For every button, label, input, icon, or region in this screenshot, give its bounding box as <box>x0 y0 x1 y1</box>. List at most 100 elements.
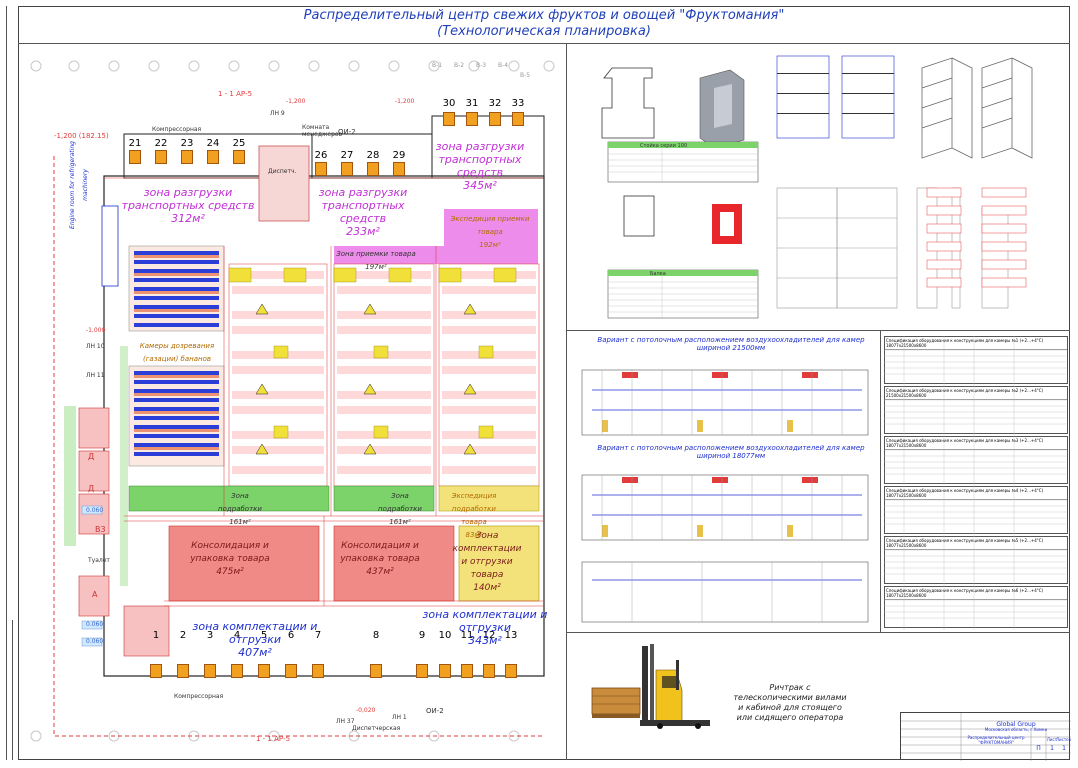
zone-expedition-prep-area: 83м² <box>465 531 483 539</box>
dock-door <box>258 664 270 678</box>
dock-door <box>231 664 243 678</box>
docks-bottom: 1 2 3 4 5 6 7 8 9 10 11 12 13 <box>148 630 548 680</box>
docks-top-left: 21 22 23 24 25 <box>124 138 264 180</box>
dock-door <box>155 150 167 164</box>
title-line-1: Распределительный центр свежих фруктов и… <box>303 8 785 23</box>
dock-door <box>512 112 524 126</box>
zone-unload-mid-area: 233м² <box>346 225 380 238</box>
docks-top-mid: 26 27 28 29 <box>310 150 420 180</box>
zone-engine-room-name: Engine room for refrigerating machinery <box>69 141 89 229</box>
title-stamp: Global Group Московская область, г.Химки… <box>900 712 1071 761</box>
dock-number: 28 <box>366 150 380 161</box>
picking-shipping-zone <box>458 525 540 602</box>
zone-unload-left-name: зона разгрузки транспортных средств <box>121 186 255 212</box>
right-divider-2 <box>566 632 1070 633</box>
stamp-project: Распределительный центр "ФРУКТОМАНИЯ" <box>967 735 1025 745</box>
variant-sections <box>581 369 869 623</box>
zone-unload-mid: зона разгрузки транспортных средств 233м… <box>308 186 418 238</box>
zone-expedition-receiving-area: 192м² <box>479 241 501 249</box>
consolidation-zone-left <box>168 525 320 602</box>
stamp-sheets-label: Листов <box>1056 737 1071 742</box>
zone-picking-shipping-name: Зона комплектации и отгрузки товара <box>452 531 522 580</box>
dock-number: 3 <box>206 630 214 641</box>
stamp-sheet-label: Лист <box>1046 737 1058 742</box>
dock-number: 29 <box>392 150 406 161</box>
level-mark-left-2: -1,000 <box>86 327 106 334</box>
room-d2: Д <box>88 484 95 493</box>
dock-door <box>341 162 353 176</box>
zone-consolidation-mid: Консолидация и упаковка товара 437м² <box>340 540 420 579</box>
dispatcher-top: Диспетч. <box>268 168 297 175</box>
dock-door <box>285 664 297 678</box>
zone-unload-left: зона разгрузки транспортных средств 312м… <box>118 186 258 225</box>
drawing-sheet-frame <box>18 6 1070 760</box>
dock-number: 1 <box>152 630 160 641</box>
zone-ripening-name: Камеры дозревания (газации) бананов <box>139 342 215 363</box>
dock-number: 10 <box>438 630 452 641</box>
gates-top: В-1 В-2 В-3 В-4 В-5 <box>60 62 560 79</box>
rack-components-drawing <box>601 55 1033 319</box>
dock-door <box>204 664 216 678</box>
dock-door <box>466 112 478 126</box>
drawing-title: Распределительный центр свежих фруктов и… <box>18 8 1070 40</box>
zone-consolidation-left: Консолидация и упаковка товара 475м² <box>190 540 270 579</box>
compressor-top: Компрессорная <box>152 126 202 133</box>
compressor-bottom: Компрессорная <box>174 693 224 700</box>
spec-table-title: Спецификация оборудования к конструкциям… <box>885 487 1067 500</box>
dock-number: 22 <box>154 138 168 149</box>
zone-picking-left-area: 407м² <box>238 646 272 659</box>
gate-label: В-5 <box>520 72 531 79</box>
spec-table: Спецификация оборудования к конструкциям… <box>884 436 1068 484</box>
zone-expedition-prep: Экспедиция подработки товара 83м² <box>444 490 504 542</box>
ln10-label: ЛН 10 <box>86 343 105 350</box>
zone-picking-right-area: 343м² <box>468 634 502 647</box>
zone-unload-right: зона разгрузки транспортных средств 345м… <box>430 140 530 192</box>
zone-picking-right-name: зона комплектации и отгрузки <box>422 608 548 634</box>
zone-expedition-receiving: Экспедиция приемки товара 192м² <box>450 213 530 252</box>
room-a: А <box>92 590 98 599</box>
room-v3: В3 <box>95 525 106 534</box>
dock-door <box>483 664 495 678</box>
zone-consolidation-mid-name: Консолидация и упаковка товара <box>340 541 420 564</box>
spec-table: Спецификация оборудования к конструкциям… <box>884 586 1068 628</box>
dock-door <box>416 664 428 678</box>
zone-expedition-prep-name: Экспедиция подработки товара <box>451 492 497 526</box>
spec-table-title: Спецификация оборудования к конструкциям… <box>885 537 1067 550</box>
dock-door <box>150 664 162 678</box>
spec-tables: Спецификация оборудования к конструкциям… <box>884 336 1068 630</box>
toilet-label: Туалет <box>88 557 110 564</box>
dock-number: 26 <box>314 150 328 161</box>
spec-table: Спецификация оборудования к конструкциям… <box>884 336 1068 384</box>
stamp-stage: П <box>1036 745 1041 752</box>
dock-number: 9 <box>418 630 426 641</box>
ap-bottom: 1 - 1 АР-5 <box>256 735 291 743</box>
ln37-label: ЛН 37 <box>336 718 355 725</box>
zone-picking-shipping-area: 140м² <box>473 583 501 593</box>
zone-prep-mid: Зона подработки 161м² <box>370 490 430 529</box>
stand-table-title: Стойка серии 100 <box>640 143 688 149</box>
value-060-3: 0.060 <box>86 638 104 645</box>
level-mark-top-2: -1,200 <box>395 98 415 105</box>
zone-picking-left: зона комплектации и отгрузки 407м² <box>190 620 320 659</box>
dock-number: 25 <box>232 138 246 149</box>
ln11-label: ЛН 11 <box>86 372 105 379</box>
room-d1: Д <box>88 452 95 461</box>
dock-door <box>505 664 517 678</box>
gate-label: В-2 <box>454 62 465 69</box>
zone-picking-right: зона комплектации и отгрузки 343м² <box>420 608 550 647</box>
dock-door <box>443 112 455 126</box>
forklift-caption: Ричтрак с телескопическими вилами и каби… <box>733 683 847 722</box>
level-mark-bottom: -0,020 <box>356 707 376 714</box>
oi2-bottom: ОИ-2 <box>426 707 444 715</box>
dock-number: 5 <box>260 630 268 641</box>
gate-label: В-3 <box>476 62 487 69</box>
spec-table-grid <box>884 336 1066 630</box>
zone-consolidation-left-name: Консолидация и упаковка товара <box>190 541 270 564</box>
dock-door <box>393 162 405 176</box>
level-mark-top: -1,200 <box>286 98 306 105</box>
manager-room: Комната менеджеров <box>302 124 343 138</box>
zone-prep-left: Зона подработки 161м² <box>210 490 270 529</box>
beam-table-title: Балка <box>650 271 666 277</box>
stamp-sheets-no: 1 <box>1062 745 1066 752</box>
zone-prep-left-area: 161м² <box>229 518 251 526</box>
